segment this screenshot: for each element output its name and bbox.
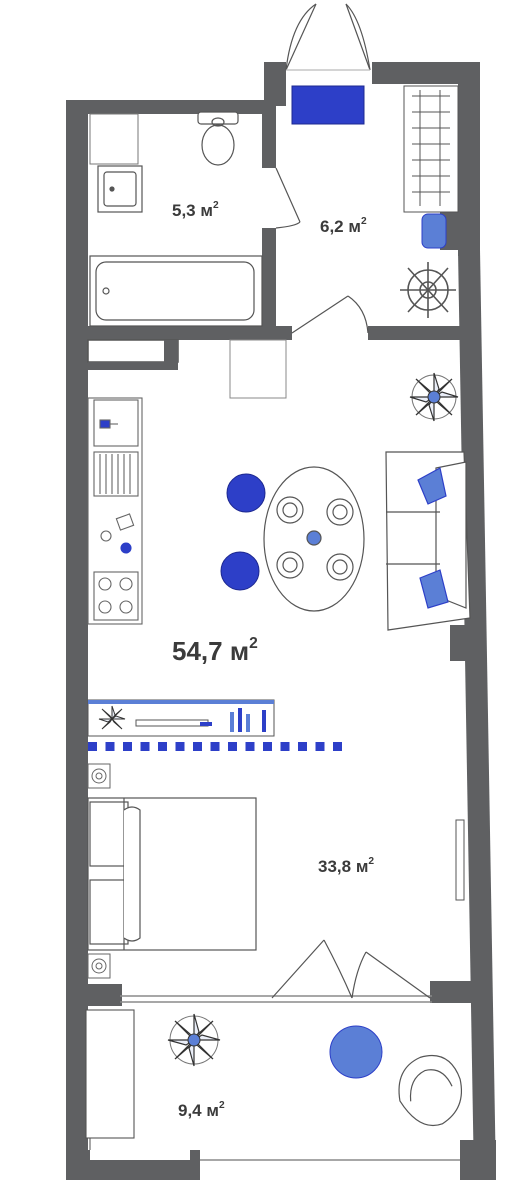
wall-bath-hall xyxy=(262,100,276,168)
wall-hall-bottom xyxy=(368,326,460,340)
living-kitchen: 54,7 м2 xyxy=(87,372,471,666)
wall-hall-top-left xyxy=(264,62,286,106)
bathroom-door[interactable] xyxy=(275,167,301,229)
bathtub-icon xyxy=(89,255,263,327)
divider-dot xyxy=(88,742,97,751)
sofa-icon xyxy=(385,451,471,631)
coat-rack-icon xyxy=(400,262,456,318)
balcony-cabinet xyxy=(85,1009,135,1139)
dining-table-icon xyxy=(263,466,365,612)
bathroom: 5,3 м2 xyxy=(89,111,263,327)
area-label-balcony: 9,4 м2 xyxy=(178,1100,225,1120)
wall-bottom-right xyxy=(460,1140,496,1180)
area-label-hallway: 6,2 м2 xyxy=(320,216,367,236)
balcony-table xyxy=(329,1025,383,1079)
sink-icon xyxy=(93,451,139,497)
wall-left xyxy=(66,103,88,1180)
divider-dot xyxy=(158,742,167,751)
area-label-bathroom: 5,3 м2 xyxy=(172,200,219,220)
kitchen-counter xyxy=(87,397,143,625)
wall-right-long xyxy=(458,250,496,1180)
wall-mirror xyxy=(455,819,465,901)
divider-dot xyxy=(280,742,290,751)
divider-dot xyxy=(175,742,185,751)
divider-dot xyxy=(123,742,132,751)
nightstand-top xyxy=(87,763,111,789)
shoe-rack-icon xyxy=(403,85,459,213)
wall-bath-bottom xyxy=(66,326,292,340)
divider-dot xyxy=(333,742,342,751)
entrance-door[interactable] xyxy=(285,3,371,71)
hall-pouf xyxy=(421,213,447,249)
walls xyxy=(66,62,496,1180)
room-divider xyxy=(88,742,342,751)
plant-icon xyxy=(98,705,126,730)
nightstand-bottom xyxy=(87,953,111,979)
hallway: 6,2 м2 xyxy=(291,85,459,318)
armchair-icon xyxy=(398,1054,462,1127)
wall-bump-2 xyxy=(450,625,472,661)
wall-hall-top-right xyxy=(372,62,480,84)
divider-dot xyxy=(193,742,202,751)
divider-dot xyxy=(263,742,272,751)
bath-cabinet xyxy=(89,113,139,165)
divider-dot xyxy=(228,742,237,751)
sink-icon xyxy=(97,165,143,213)
chair-icon xyxy=(220,473,266,591)
wall-bump-3 xyxy=(430,981,490,1003)
plant-icon xyxy=(167,1013,221,1067)
wall-bottom xyxy=(66,1150,200,1180)
balcony-door[interactable] xyxy=(271,939,431,999)
wall-bath-hall-lower xyxy=(262,228,276,338)
area-label-living-kitchen: 54,7 м2 xyxy=(172,635,258,666)
bedroom: 33,8 м2 xyxy=(87,699,465,979)
divider-dot xyxy=(298,742,307,751)
divider-dot xyxy=(210,742,220,751)
wall-balcony-left xyxy=(66,984,122,1006)
living-door[interactable] xyxy=(291,295,369,334)
wall-right-upper xyxy=(458,62,480,256)
divider-dot xyxy=(140,742,150,751)
bed-icon xyxy=(87,797,257,951)
kitchen-niche xyxy=(87,339,287,399)
doors xyxy=(271,3,431,999)
stove-icon xyxy=(93,571,139,621)
wall-bath-top xyxy=(66,100,276,114)
toilet-icon xyxy=(197,111,239,166)
plant-icon xyxy=(409,372,459,422)
divider-dot xyxy=(245,742,255,751)
tv-unit xyxy=(87,699,275,737)
area-label-bedroom: 33,8 м2 xyxy=(318,856,374,876)
bench-icon xyxy=(291,85,365,125)
divider-dot xyxy=(315,742,325,751)
balcony: 9,4 м2 xyxy=(85,1009,462,1139)
divider-dot xyxy=(105,742,115,751)
